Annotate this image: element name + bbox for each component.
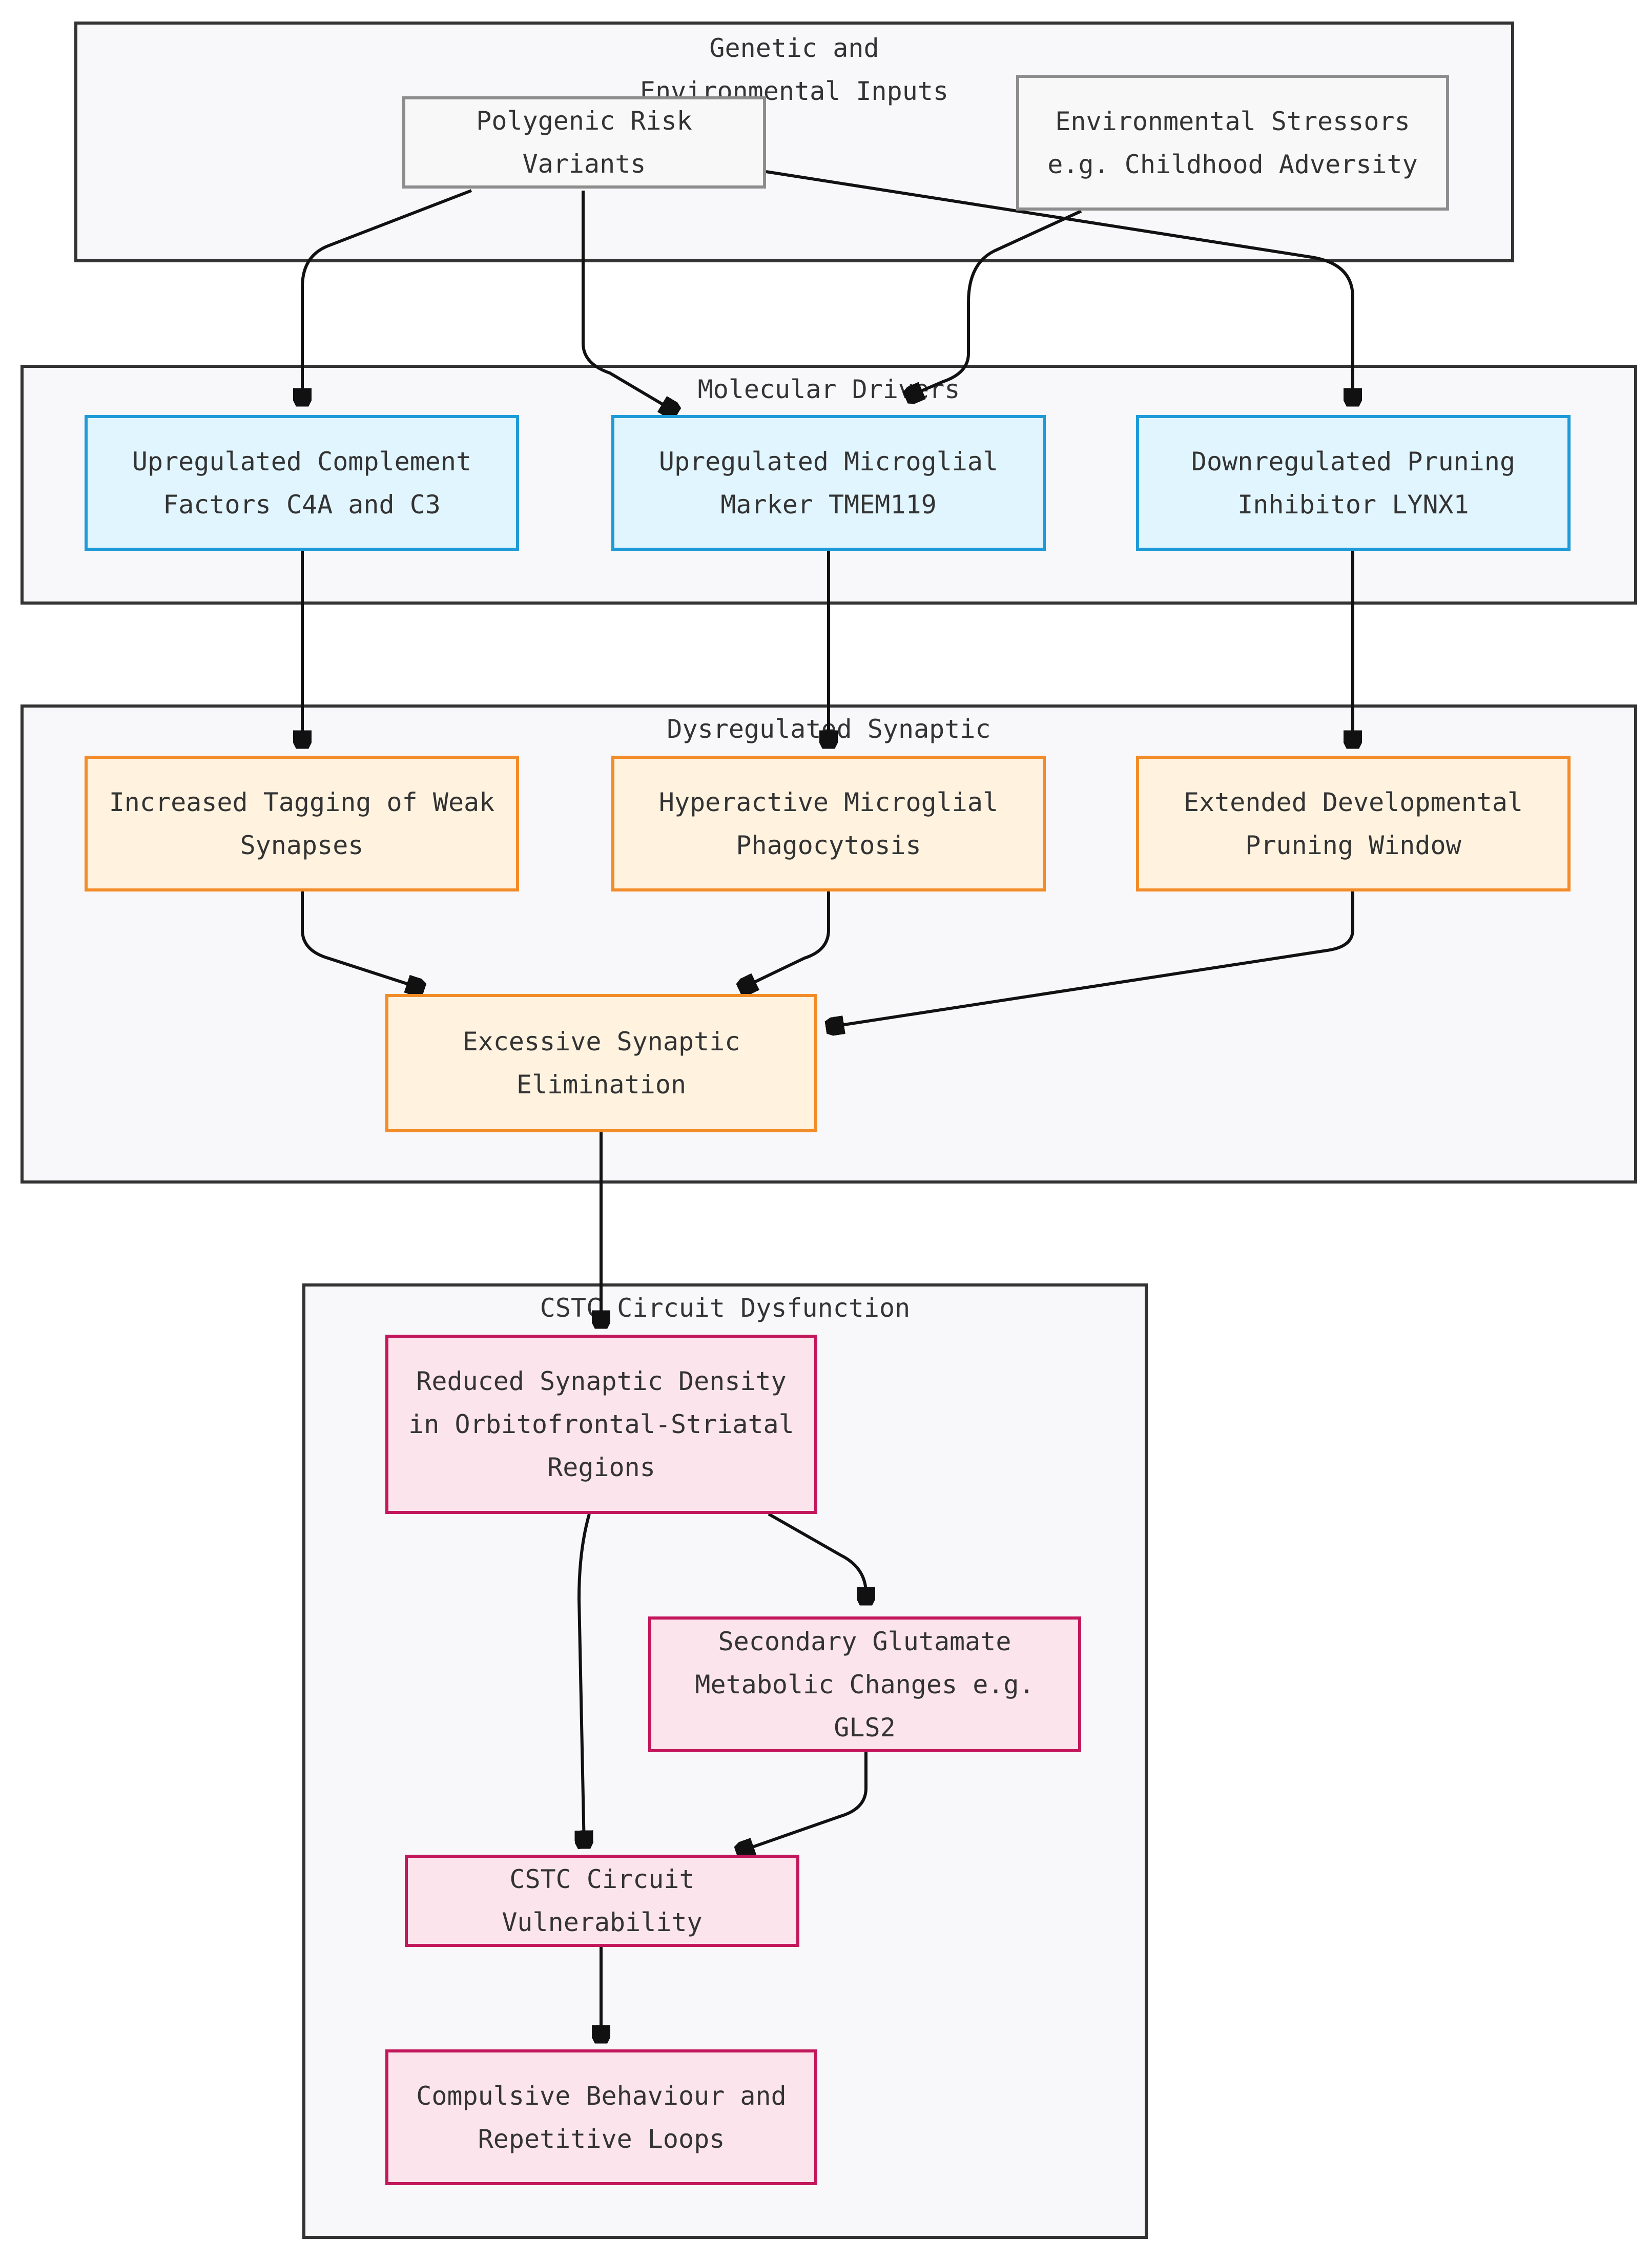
edge-tagging-to-elimination [301,891,423,989]
node-reduced-synaptic-density: Reduced Synaptic Density in Orbitofronta… [385,1335,817,1514]
edge-density-to-vulnerability [579,1513,589,1847]
node-extended-pruning-window: Extended Developmental Pruning Window [1136,756,1571,891]
edge-density-to-glutamate [768,1512,866,1604]
node-secondary-glutamate: Secondary Glutamate Metabolic Changes e.… [648,1616,1081,1752]
edge-glutamate-to-vulnerability [738,1752,868,1852]
node-downregulated-lynx1: Downregulated Pruning Inhibitor LYNX1 [1136,415,1571,551]
node-increased-tagging: Increased Tagging of Weak Synapses [85,756,519,891]
edge-polygenic-to-lynx1 [766,170,1353,405]
edge-phagocytosis-to-elimination [740,891,830,989]
node-environmental-stressors: Environmental Stressors e.g. Childhood A… [1016,75,1449,211]
node-upregulated-tmem119: Upregulated Microglial Marker TMEM119 [611,415,1046,551]
edge-window-to-elimination [828,891,1354,1027]
edge-polygenic-to-tmem119 [582,191,676,412]
node-upregulated-complement: Upregulated Complement Factors C4A and C… [85,415,519,551]
group-title: Genetic and Environmental Inputs [639,33,949,106]
node-compulsive-behaviour: Compulsive Behaviour and Repetitive Loop… [385,2049,817,2185]
edge-environmental-to-tmem119 [907,210,1082,397]
node-cstc-vulnerability: CSTC Circuit Vulnerability [405,1855,799,1947]
node-excessive-elimination: Excessive Synaptic Elimination [385,994,817,1132]
node-polygenic-risk-variants: Polygenic Risk Variants [402,96,766,189]
node-hyperactive-phagocytosis: Hyperactive Microglial Phagocytosis [611,756,1046,891]
edge-polygenic-to-complement [302,189,472,405]
